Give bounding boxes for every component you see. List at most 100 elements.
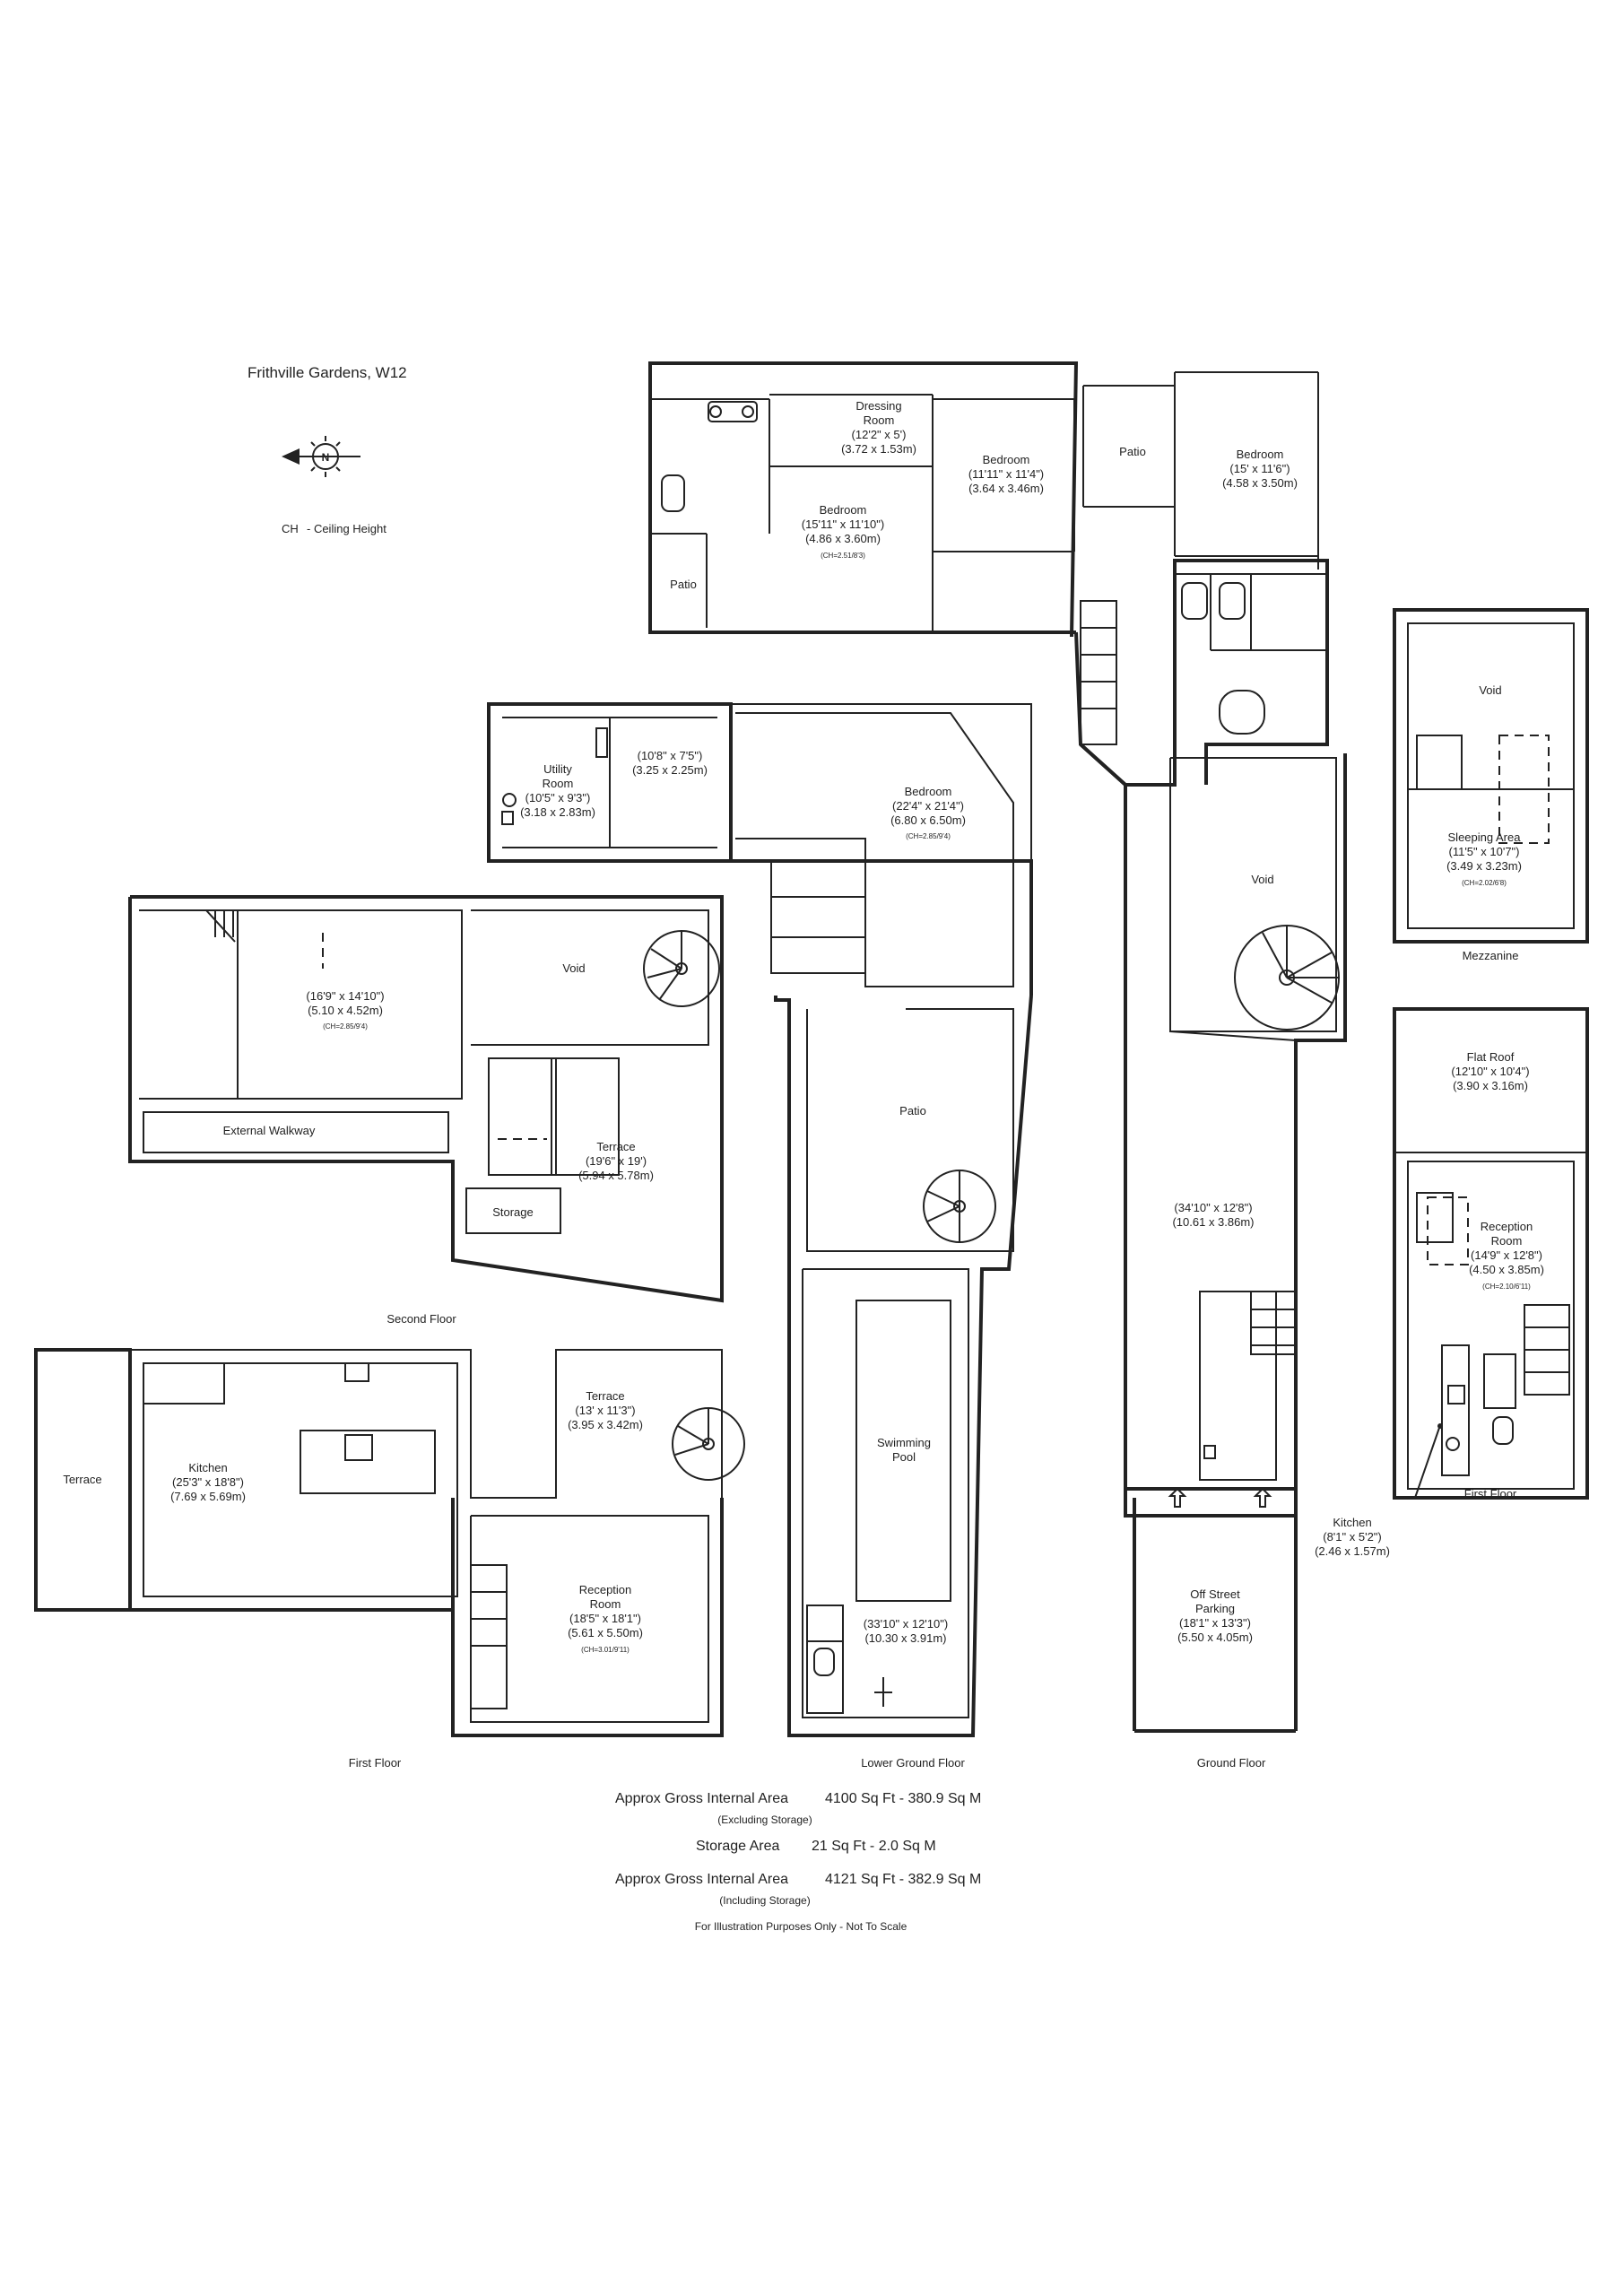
room-patio-large: Patio bbox=[899, 1104, 926, 1118]
svg-text:(3.18 x 2.83m): (3.18 x 2.83m) bbox=[520, 805, 595, 819]
svg-text:(3.90 x 3.16m): (3.90 x 3.16m) bbox=[1453, 1079, 1528, 1092]
svg-text:(15'11" x 11'10"): (15'11" x 11'10") bbox=[802, 517, 885, 531]
room-kitchen-small: Kitchen (8'1" x 5'2") (2.46 x 1.57m) bbox=[1315, 1423, 1443, 1558]
room-storage: Storage bbox=[492, 1205, 534, 1219]
room-sleeping-area: Sleeping Area (11'5" x 10'7") (3.49 x 3.… bbox=[1446, 831, 1522, 887]
lower-ground-utility-block bbox=[487, 702, 733, 863]
svg-text:Parking: Parking bbox=[1195, 1602, 1235, 1615]
svg-text:(8'1" x 5'2"): (8'1" x 5'2") bbox=[1323, 1530, 1382, 1544]
svg-text:Bedroom: Bedroom bbox=[983, 453, 1030, 466]
room-flat-roof: Flat Roof (12'10" x 10'4") (3.90 x 3.16m… bbox=[1451, 1050, 1529, 1092]
svg-text:(10'5" x 9'3"): (10'5" x 9'3") bbox=[525, 791, 591, 804]
area-note-1: (Excluding Storage) bbox=[717, 1813, 812, 1826]
off-street-parking bbox=[1133, 1498, 1298, 1733]
svg-text:(5.10 x 4.52m): (5.10 x 4.52m) bbox=[308, 1004, 383, 1017]
area-label-2: Storage Area bbox=[696, 1839, 780, 1854]
room-pool-room: (33'10" x 12'10") (10.30 x 3.91m) bbox=[864, 1617, 948, 1645]
svg-text:(CH=2.85/9'4): (CH=2.85/9'4) bbox=[323, 1022, 368, 1031]
disclaimer: For Illustration Purposes Only - Not To … bbox=[695, 1920, 908, 1933]
svg-text:Room: Room bbox=[590, 1597, 621, 1611]
svg-text:(18'5" x 18'1"): (18'5" x 18'1") bbox=[569, 1612, 641, 1625]
room-void-second: Void bbox=[562, 961, 585, 975]
svg-text:(CH=2.10/6'11): (CH=2.10/6'11) bbox=[1482, 1283, 1531, 1291]
floor-label-ground: Ground Floor bbox=[1197, 1756, 1266, 1770]
svg-text:(3.95 x 3.42m): (3.95 x 3.42m) bbox=[568, 1418, 643, 1431]
legend-text: - Ceiling Height bbox=[307, 522, 386, 535]
svg-text:(18'1" x 13'3"): (18'1" x 13'3") bbox=[1179, 1616, 1251, 1630]
svg-text:(10.30 x 3.91m): (10.30 x 3.91m) bbox=[864, 1631, 946, 1645]
svg-text:(4.58 x 3.50m): (4.58 x 3.50m) bbox=[1222, 476, 1298, 490]
svg-text:(CH=2.51/8'3): (CH=2.51/8'3) bbox=[821, 552, 865, 560]
svg-text:Room: Room bbox=[864, 413, 895, 427]
spiral-staircase-second bbox=[643, 930, 720, 1007]
room-void-ground: Void bbox=[1251, 873, 1273, 886]
svg-text:Bedroom: Bedroom bbox=[820, 503, 867, 517]
svg-text:(3.72 x 1.53m): (3.72 x 1.53m) bbox=[841, 442, 916, 456]
mezzanine-block bbox=[1393, 608, 1589, 944]
svg-text:Utility: Utility bbox=[543, 762, 572, 776]
svg-text:(13' x 11'3"): (13' x 11'3") bbox=[575, 1404, 635, 1417]
ground-floor-strip bbox=[1079, 743, 1347, 1518]
area-summary: Approx Gross Internal Area 4100 Sq Ft - … bbox=[615, 1791, 981, 1933]
svg-text:(6.80 x 6.50m): (6.80 x 6.50m) bbox=[890, 813, 966, 827]
room-patio-gf-left: Patio bbox=[670, 578, 697, 591]
svg-text:(CH=3.01/9'11): (CH=3.01/9'11) bbox=[581, 1646, 630, 1654]
svg-text:Kitchen: Kitchen bbox=[188, 1461, 227, 1474]
svg-text:Terrace: Terrace bbox=[586, 1389, 624, 1403]
room-terrace-ff: Terrace (13' x 11'3") (3.95 x 3.42m) bbox=[568, 1389, 643, 1431]
svg-text:(10'8" x 7'5"): (10'8" x 7'5") bbox=[638, 749, 703, 762]
room-second-main: (16'9" x 14'10") (5.10 x 4.52m) (CH=2.85… bbox=[306, 989, 384, 1031]
lower-ground-floor-block bbox=[774, 995, 1033, 1737]
room-bedroom-gf-right: Bedroom (15' x 11'6") (4.58 x 3.50m) bbox=[1222, 448, 1298, 490]
svg-text:(4.86 x 3.60m): (4.86 x 3.60m) bbox=[805, 532, 881, 545]
room-bedroom-gf-mid: Bedroom (11'11" x 11'4") (3.64 x 3.46m) bbox=[968, 453, 1044, 495]
room-patio-gf-mid: Patio bbox=[1119, 445, 1146, 458]
first-floor-block bbox=[34, 1348, 724, 1737]
ground-floor-staircase bbox=[1080, 600, 1117, 745]
svg-text:(4.50 x 3.85m): (4.50 x 3.85m) bbox=[1469, 1263, 1544, 1276]
svg-text:Terrace: Terrace bbox=[596, 1140, 635, 1153]
svg-text:(25'3" x 18'8"): (25'3" x 18'8") bbox=[172, 1475, 244, 1489]
svg-text:Reception: Reception bbox=[1481, 1220, 1533, 1233]
room-kitchen-ff: Kitchen (25'3" x 18'8") (7.69 x 5.69m) bbox=[170, 1461, 246, 1503]
area-value-3: 4121 Sq Ft - 382.9 Sq M bbox=[825, 1872, 981, 1887]
room-external-walkway: External Walkway bbox=[223, 1124, 316, 1137]
room-parking: Off Street Parking (18'1" x 13'3") (5.50… bbox=[1177, 1587, 1253, 1644]
svg-text:(11'11" x 11'4"): (11'11" x 11'4") bbox=[968, 467, 1044, 481]
svg-text:Sleeping Area: Sleeping Area bbox=[1448, 831, 1522, 844]
ground-floor-bedrooms-block bbox=[648, 361, 1319, 638]
svg-text:(5.61 x 5.50m): (5.61 x 5.50m) bbox=[568, 1626, 643, 1639]
svg-text:(CH=2.85/9'4): (CH=2.85/9'4) bbox=[906, 832, 951, 840]
compass-letter: N bbox=[322, 451, 330, 464]
spiral-staircase-ground bbox=[1234, 925, 1340, 1031]
room-terrace-ff-left: Terrace bbox=[63, 1473, 101, 1486]
area-label-1: Approx Gross Internal Area bbox=[615, 1791, 788, 1806]
spiral-staircase-lower-ground bbox=[923, 1170, 996, 1243]
room-bedroom-large: Bedroom (22'4" x 21'4") (6.80 x 6.50m) (… bbox=[890, 785, 966, 840]
area-label-3: Approx Gross Internal Area bbox=[615, 1872, 788, 1887]
svg-text:Room: Room bbox=[543, 777, 574, 790]
room-swimming-pool: Swimming Pool bbox=[877, 1436, 931, 1464]
svg-text:(12'10" x 10'4"): (12'10" x 10'4") bbox=[1451, 1065, 1529, 1078]
room-terrace-second: Terrace (19'6" x 19') (5.94 x 5.78m) bbox=[578, 1140, 654, 1182]
area-value-2: 21 Sq Ft - 2.0 Sq M bbox=[812, 1839, 936, 1854]
room-reception-ff: Reception Room (18'5" x 18'1") (5.61 x 5… bbox=[568, 1583, 643, 1654]
svg-text:Flat Roof: Flat Roof bbox=[1467, 1050, 1515, 1064]
svg-text:(14'9" x 12'8"): (14'9" x 12'8") bbox=[1471, 1248, 1542, 1262]
svg-text:(33'10" x 12'10"): (33'10" x 12'10") bbox=[864, 1617, 948, 1631]
svg-text:(12'2" x 5'): (12'2" x 5') bbox=[852, 428, 907, 441]
room-void-mezzanine: Void bbox=[1479, 683, 1501, 697]
svg-text:(19'6" x 19'): (19'6" x 19') bbox=[586, 1154, 647, 1168]
floor-label-first: First Floor bbox=[349, 1756, 402, 1770]
svg-text:(22'4" x 21'4"): (22'4" x 21'4") bbox=[892, 799, 964, 813]
svg-text:Bedroom: Bedroom bbox=[1237, 448, 1284, 461]
room-small: (10'8" x 7'5") (3.25 x 2.25m) bbox=[632, 749, 708, 777]
area-note-3: (Including Storage) bbox=[719, 1894, 810, 1907]
room-bedroom-gf-left: Bedroom (15'11" x 11'10") (4.86 x 3.60m)… bbox=[802, 503, 885, 560]
compass-north-arrow-icon: N bbox=[282, 436, 360, 477]
svg-text:Swimming: Swimming bbox=[877, 1436, 931, 1449]
floor-label-mezzanine: Mezzanine bbox=[1463, 949, 1519, 962]
floor-label-second: Second Floor bbox=[386, 1312, 456, 1326]
svg-text:(34'10" x 12'8"): (34'10" x 12'8") bbox=[1174, 1201, 1252, 1214]
